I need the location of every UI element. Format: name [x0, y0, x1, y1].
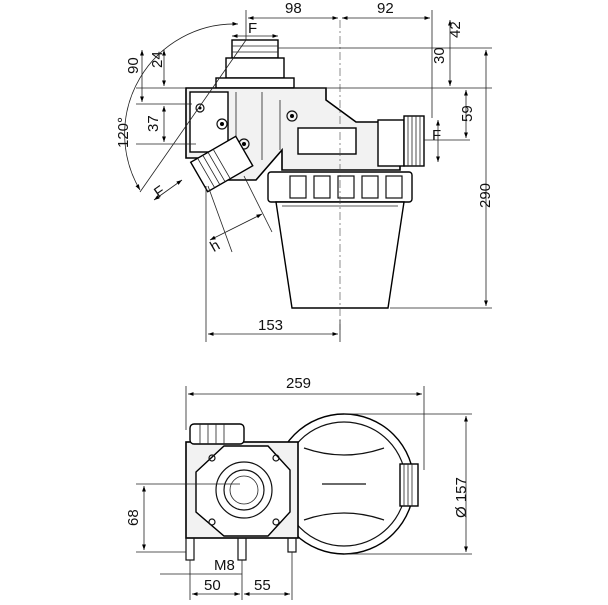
dim-90: 90 — [125, 57, 142, 74]
dim-153: 153 — [258, 317, 283, 334]
dim-92: 92 — [377, 0, 394, 17]
dim-68: 68 — [125, 509, 142, 526]
bottom-dimension-153: 153 — [205, 186, 341, 342]
top-thread-label: F — [232, 20, 278, 38]
angle-arc: 120° — [115, 21, 247, 193]
dim-98: 98 — [285, 0, 302, 17]
right-dimensions: 42 30 59 290 F — [278, 20, 494, 309]
dim-m8: M8 — [214, 557, 235, 574]
bottom-dimensions: M8 50 55 — [160, 552, 293, 600]
width-dimension-259: 259 — [185, 375, 425, 470]
dim-30: 30 — [431, 47, 448, 64]
top-inlet-fitting — [215, 39, 295, 89]
dim-50: 50 — [204, 577, 221, 594]
top-view: 259 — [125, 375, 472, 600]
height-dimension-68: 68 — [125, 483, 240, 553]
dim-59: 59 — [459, 105, 476, 122]
dim-290: 290 — [477, 183, 494, 208]
top-view-pipe — [189, 423, 245, 445]
dim-24: 24 — [149, 51, 166, 68]
h-dimension: h — [207, 175, 273, 256]
dim-37: 37 — [145, 115, 162, 132]
dim-55: 55 — [254, 577, 271, 594]
left-thread-label: F — [151, 179, 183, 202]
dim-120-deg: 120° — [115, 117, 132, 148]
diameter-dimension: Ø 157 — [344, 413, 472, 555]
dim-259: 259 — [286, 375, 311, 392]
thread-f-right: F — [432, 127, 441, 144]
right-outlet-thread — [377, 115, 425, 167]
top-view-head — [185, 441, 299, 539]
dim-h: h — [207, 237, 223, 256]
dim-42: 42 — [447, 21, 464, 38]
dim-diameter-157: Ø 157 — [453, 477, 470, 518]
side-view: 98 92 F 42 30 59 290 F — [115, 0, 494, 342]
top-dimensions: 98 92 — [245, 0, 433, 118]
thread-f-top: F — [248, 20, 257, 37]
top-view-thread — [399, 463, 419, 507]
mounting-bolts — [185, 537, 297, 561]
